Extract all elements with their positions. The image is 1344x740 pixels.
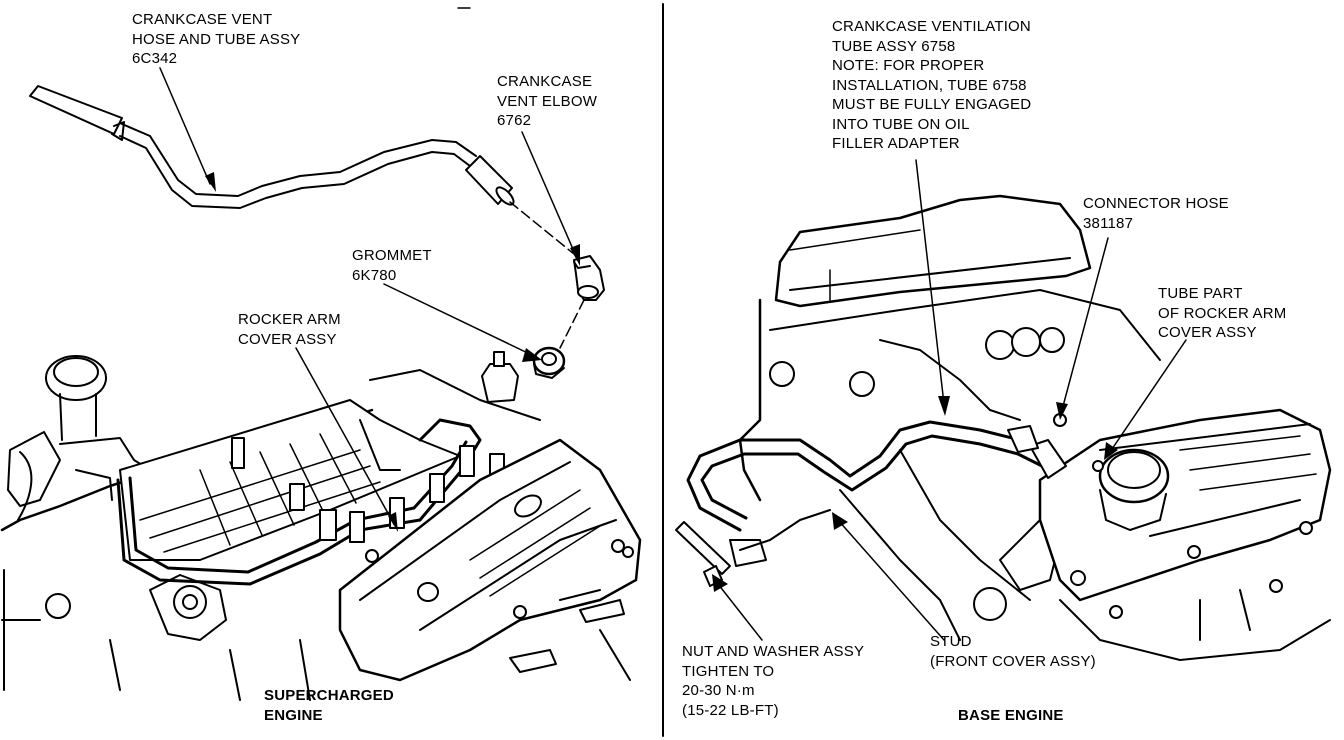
label-line: TUBE ASSY 6758 xyxy=(832,37,956,55)
label-note: INSTALLATION, TUBE 6758 xyxy=(832,76,1027,94)
label-part-number: 381187 xyxy=(1083,214,1134,232)
label-note: FILLER ADAPTER xyxy=(832,135,960,152)
supercharged-engine-drawing xyxy=(0,351,642,701)
caption-line: BASE ENGINE xyxy=(958,707,1064,724)
label-line: CRANKCASE xyxy=(497,73,593,90)
label-crankcase-vent-elbow: CRANKCASE VENT ELBOW 6762 xyxy=(497,72,597,131)
label-tube-part-rocker-cover: TUBE PART OF ROCKER ARM COVER ASSY xyxy=(1158,284,1286,343)
label-note: MUST BE FULLY ENGAGED xyxy=(832,96,1032,113)
label-line: OF ROCKER ARM xyxy=(1158,304,1287,322)
label-line: NUT AND WASHER ASSY xyxy=(682,643,865,660)
label-line: CONNECTOR HOSE xyxy=(1083,195,1229,212)
left-leader-lines xyxy=(159,67,580,532)
label-note: NOTE: FOR PROPER xyxy=(832,57,985,74)
label-torque-imperial: (15-22 LB-FT) xyxy=(682,701,779,719)
right-leader-lines xyxy=(712,159,1187,641)
caption-line: SUPERCHARGED xyxy=(264,687,394,704)
label-line: COVER ASSY xyxy=(238,330,337,348)
label-part-number: 6762 xyxy=(497,112,532,129)
label-line: CRANKCASE VENTILATION xyxy=(832,18,1031,35)
label-crankcase-ventilation-tube: CRANKCASE VENTILATION TUBE ASSY 6758 NOT… xyxy=(832,17,1031,154)
label-line: HOSE AND TUBE ASSY xyxy=(132,30,301,48)
label-note: INTO TUBE ON OIL xyxy=(832,115,970,133)
label-nut-and-washer: NUT AND WASHER ASSY TIGHTEN TO 20-30 N·m… xyxy=(682,642,864,720)
label-line: (FRONT COVER ASSY) xyxy=(930,652,1096,670)
label-line: VENT ELBOW xyxy=(497,92,598,110)
crankcase-vent-elbow-drawing xyxy=(573,255,605,301)
caption-supercharged-engine: SUPERCHARGED ENGINE xyxy=(264,686,394,725)
label-rocker-arm-cover: ROCKER ARM COVER ASSY xyxy=(238,310,341,349)
label-part-number: 6K780 xyxy=(352,266,397,284)
grommet-drawing xyxy=(532,346,566,379)
crankcase-vent-hose-drawing xyxy=(29,85,515,209)
label-stud: STUD (FRONT COVER ASSY) xyxy=(930,632,1096,671)
caption-base-engine: BASE ENGINE xyxy=(958,706,1064,726)
label-grommet: GROMMET 6K780 xyxy=(352,246,432,285)
base-engine-drawing xyxy=(738,194,1332,661)
caption-line: ENGINE xyxy=(264,706,323,724)
label-line: CRANKCASE VENT xyxy=(132,11,273,28)
ventilation-tube-drawing xyxy=(675,420,1067,587)
label-crankcase-vent-hose: CRANKCASE VENT HOSE AND TUBE ASSY 6C342 xyxy=(132,10,300,69)
label-line: COVER ASSY xyxy=(1158,324,1257,341)
label-connector-hose: CONNECTOR HOSE 381187 xyxy=(1083,194,1229,233)
label-line: TUBE PART xyxy=(1158,285,1243,302)
label-line: GROMMET xyxy=(352,247,432,264)
label-torque-metric: 20-30 N·m xyxy=(682,682,755,699)
label-line: TIGHTEN TO xyxy=(682,662,775,680)
label-line: ROCKER ARM xyxy=(238,311,341,328)
label-line: STUD xyxy=(930,633,972,650)
label-part-number: 6C342 xyxy=(132,50,178,67)
